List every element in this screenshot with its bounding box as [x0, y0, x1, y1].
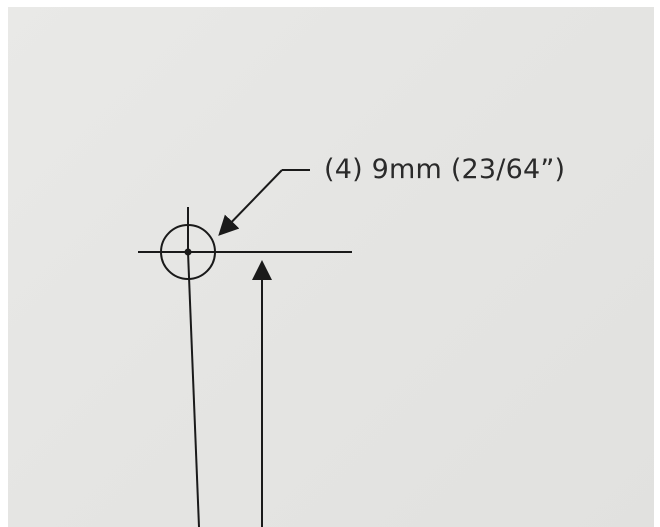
- hole-size-callout: (4) 9mm (23/64”): [324, 154, 565, 185]
- hole-diameter-text: 9mm (23/64”): [371, 154, 566, 185]
- hole-count-text: (4): [324, 154, 363, 185]
- hole-circle: [160, 224, 216, 280]
- callout-leader-arrow: [218, 169, 283, 236]
- vertical-edge-line-left: [187, 251, 200, 527]
- paper-sheet: (4) 9mm (23/64”): [8, 7, 654, 527]
- hole-drilling-template-drawing: [138, 169, 352, 527]
